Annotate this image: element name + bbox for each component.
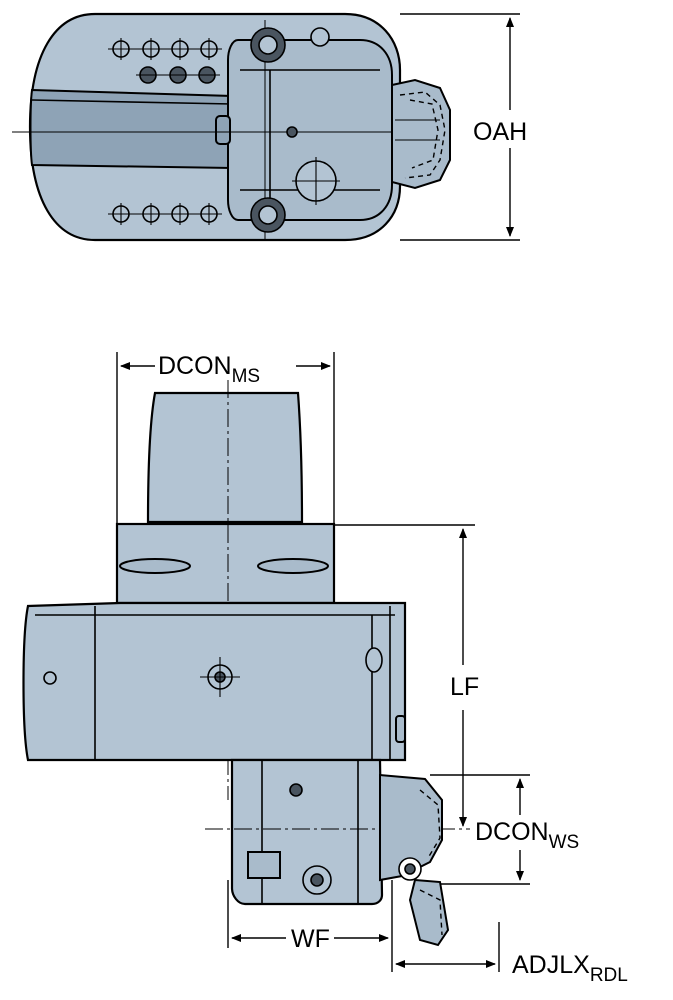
lf-label: LF: [450, 673, 479, 701]
lower-head-pin: [289, 783, 303, 797]
top-hole-row-3: [108, 203, 222, 225]
oah-dimension: [400, 13, 520, 241]
top-small-hole: [310, 27, 330, 47]
adjlx-label: ADJLXRDL: [512, 951, 628, 986]
wf-dimension: [227, 880, 393, 948]
lf-dimension: [334, 524, 475, 827]
body-hole-right: [365, 647, 383, 673]
top-slot: [29, 88, 233, 170]
body-hole-left: [43, 671, 57, 685]
wf-label: WF: [291, 925, 330, 953]
top-nub: [215, 115, 231, 145]
flange-key-right: [257, 558, 329, 574]
top-view: OAH: [12, 12, 527, 242]
adjlx-dimension: [391, 922, 500, 972]
top-clamp-screw-lower: [250, 197, 286, 233]
dcon-ms-label: DCONMS: [158, 352, 260, 387]
top-hole-row-2: [136, 66, 220, 84]
top-hole-row-1: [108, 38, 222, 60]
top-clamp-screw-upper: [250, 27, 286, 63]
dcon-ws-dimension: [430, 774, 530, 885]
side-insert-clamp: [379, 773, 450, 947]
side-view: DCONMS: [22, 352, 628, 986]
body-side-pin: [395, 715, 406, 743]
dcon-ws-label: DCONWS: [475, 818, 579, 853]
top-pin: [286, 126, 298, 138]
oah-label: OAH: [473, 118, 527, 146]
top-head-plate: [227, 39, 393, 221]
shank: [146, 391, 304, 524]
flange-key-left: [119, 558, 191, 574]
top-insert-clamp: [391, 78, 451, 190]
lower-head-block: [247, 851, 281, 879]
